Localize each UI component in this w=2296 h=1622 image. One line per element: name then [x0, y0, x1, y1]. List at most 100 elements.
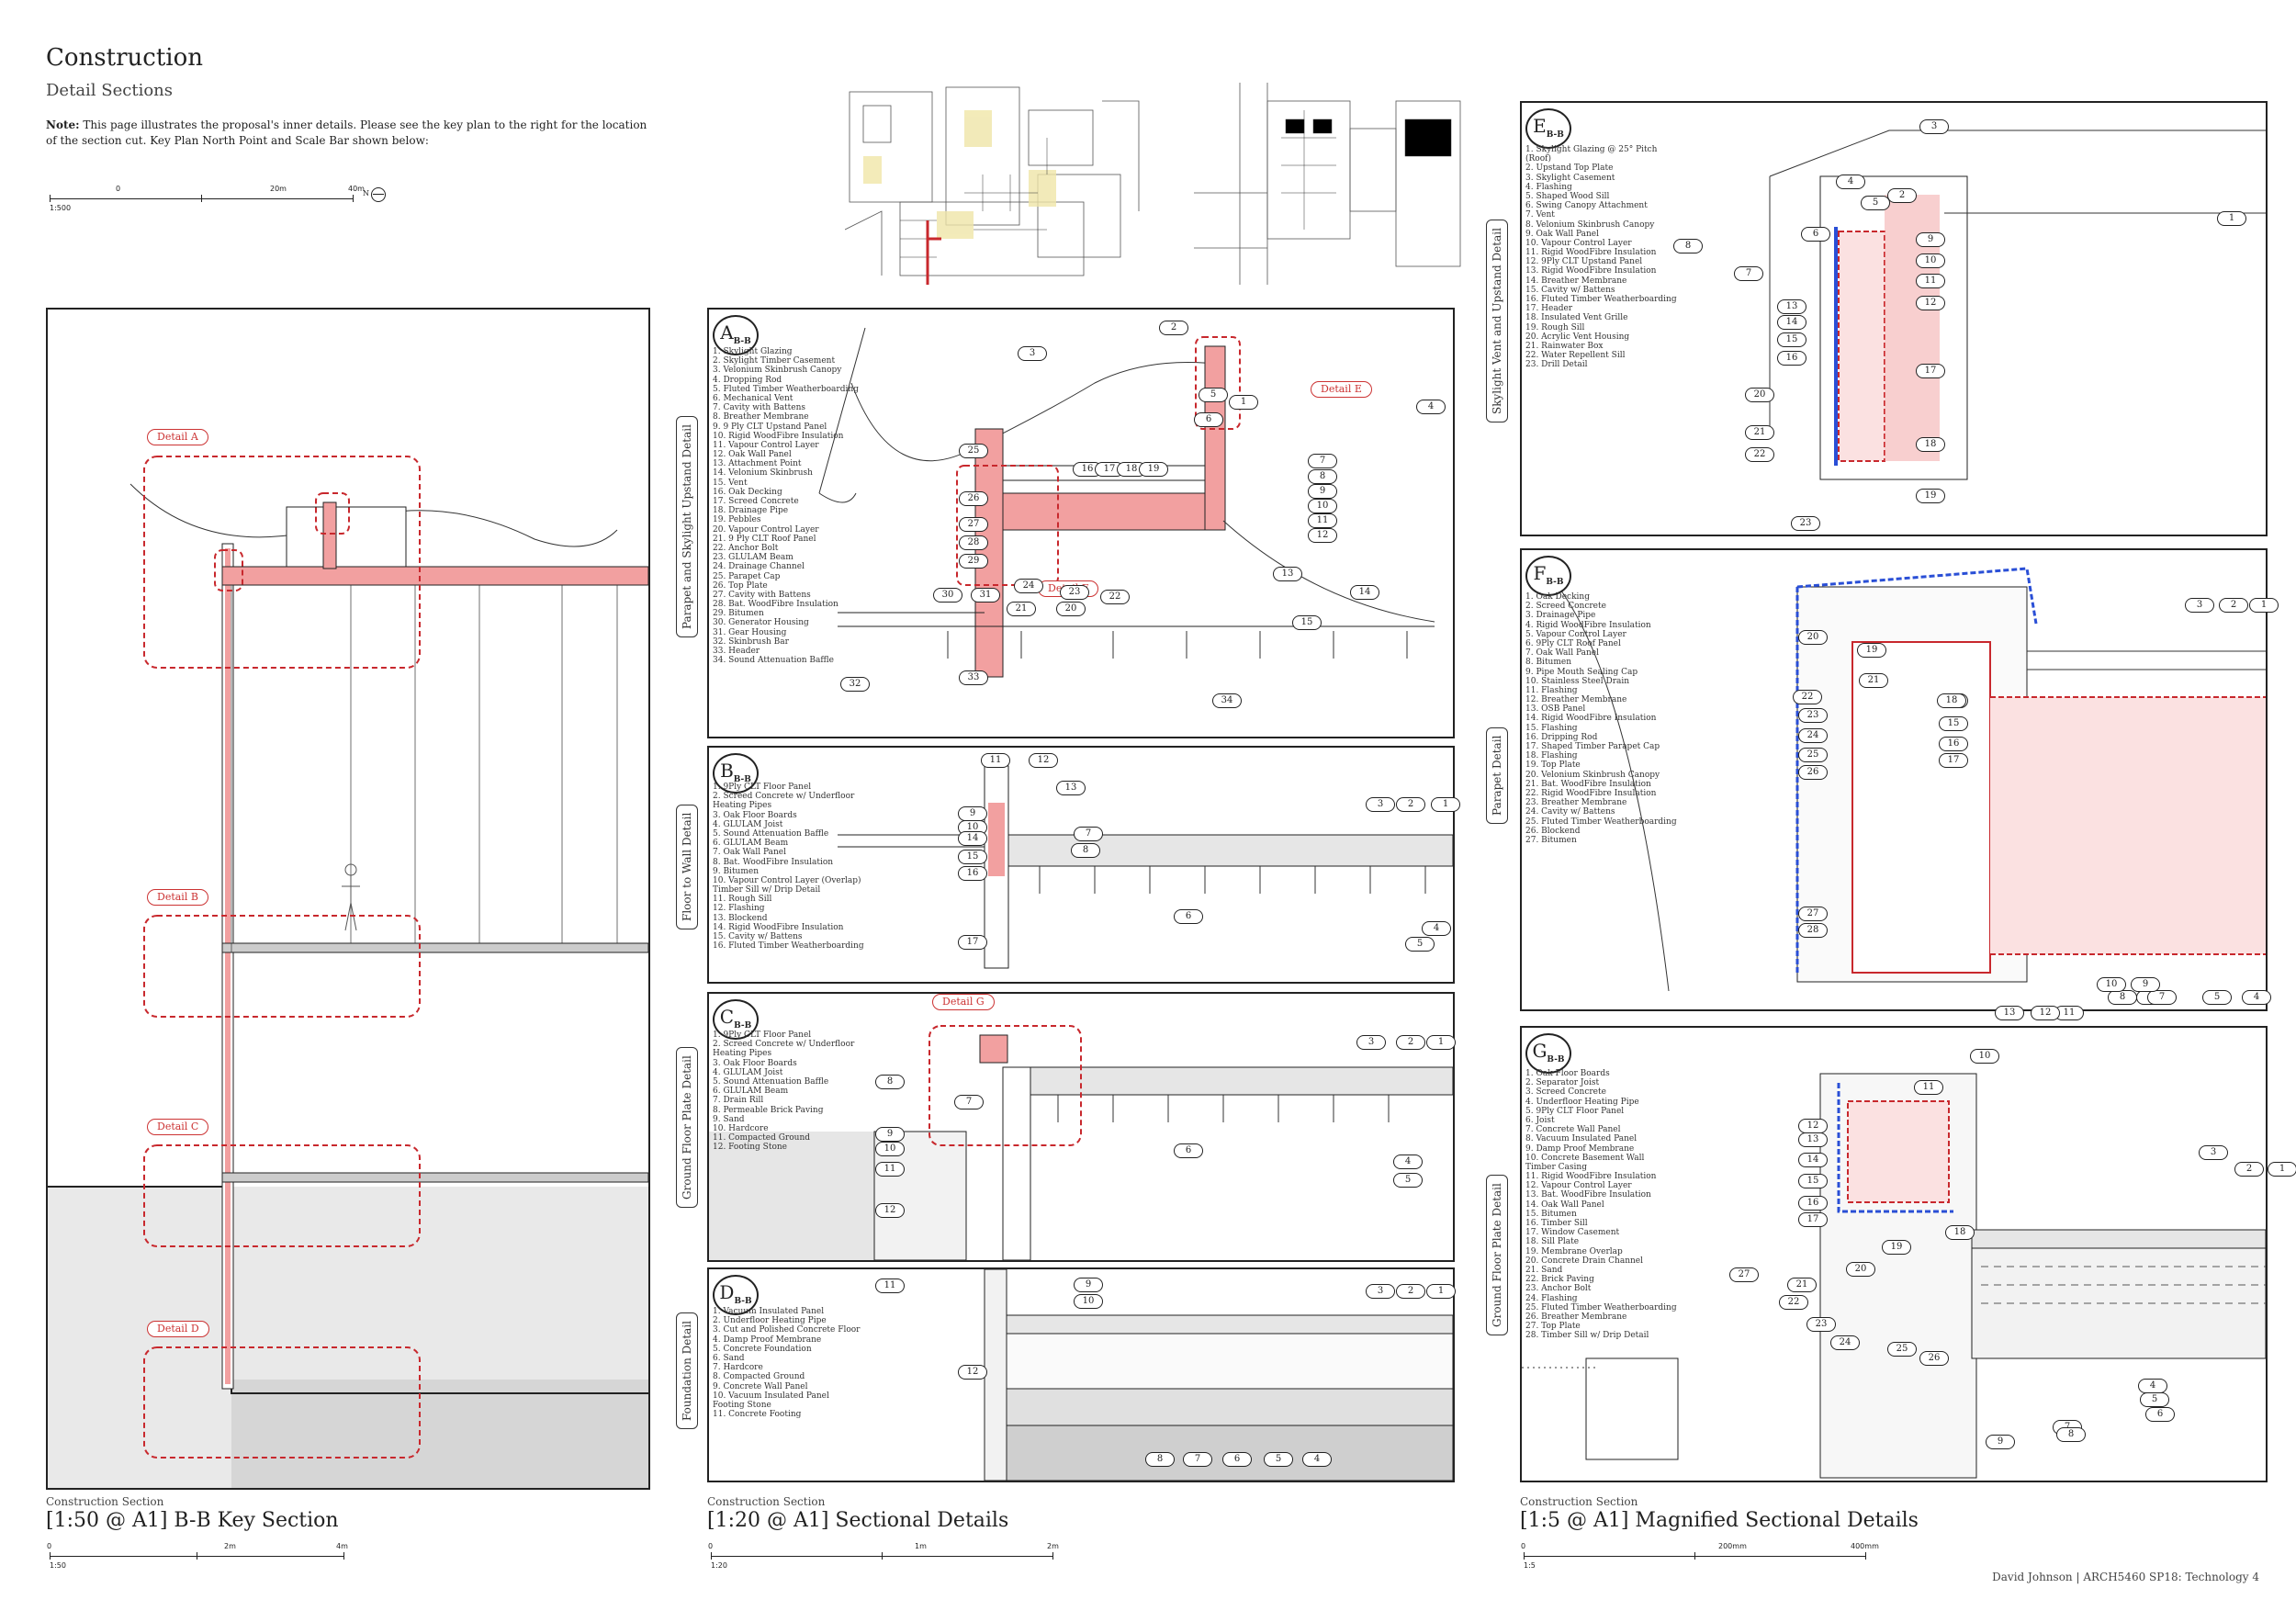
legend-item: 14. Rigid WoodFibre Insulation	[1525, 714, 1657, 724]
callout-number: 13	[1056, 781, 1086, 795]
legend-item: 9. Sand	[713, 1114, 745, 1124]
scale-tick: 4m	[336, 1542, 348, 1550]
callout-number: 1	[1229, 395, 1258, 410]
callout-number: 7	[2147, 990, 2177, 1005]
legend-item: 5. Sound Attenuation Baffle	[713, 1076, 829, 1087]
callout-number: 26	[959, 491, 988, 506]
callout-number: 6	[1194, 412, 1223, 427]
legend-item: 11. Rigid WoodFibre Insulation	[1525, 248, 1657, 258]
legend-item: 23. Breather Membrane	[1525, 798, 1627, 808]
legend-item: 9. Concrete Wall Panel	[713, 1381, 808, 1391]
page-subtitle: Detail Sections	[46, 81, 174, 100]
scale-ratio: 1:20	[711, 1561, 727, 1570]
legend-item: 5. 9Ply CLT Floor Panel	[1525, 1106, 1625, 1116]
legend-item: 8. Vacuum Insulated Panel	[1525, 1134, 1638, 1144]
legend-item: 18. Sill Plate	[1525, 1237, 1580, 1247]
legend-item: 27. Cavity with Battens	[713, 590, 811, 600]
callout-number: 19	[1916, 489, 1945, 503]
callout-number: 25	[1887, 1342, 1917, 1357]
legend-item: 5. Concrete Foundation	[713, 1344, 812, 1354]
callout-number: 14	[1777, 315, 1806, 330]
legend-item: 9. Pipe Mouth Sealing Cap	[1525, 667, 1638, 677]
callout-number: 7	[1074, 827, 1103, 841]
callout-number: 8	[1673, 239, 1703, 253]
legend-item: 5. Shaped Wood Sill	[1525, 191, 1610, 201]
detail-tag: Detail C	[147, 1119, 209, 1135]
callout-number: 4	[1393, 1155, 1423, 1169]
legend-item: 2. Screed Concrete w/ Underfloor	[713, 792, 855, 802]
panel-letter: B	[720, 760, 734, 782]
callout-number: 20	[1798, 630, 1828, 645]
callout-number: 12	[1029, 753, 1058, 768]
legend-item: 19. Top Plate	[1525, 760, 1581, 771]
north-label: N	[363, 189, 369, 197]
callout-number: 6	[1801, 227, 1830, 242]
callout-number: 6	[2145, 1407, 2175, 1422]
panel-subscript: B-B	[733, 775, 751, 784]
legend-item: 12. Flashing	[713, 904, 765, 914]
legend-item: 17. Screed Concrete	[713, 497, 799, 506]
callout-number: 15	[1798, 1174, 1828, 1188]
legend-item: 24. Cavity w/ Battens	[1525, 807, 1615, 817]
key-section-scale-bar: 0 2m 4m 1:50	[47, 1542, 348, 1570]
callout-number: 5	[2140, 1392, 2169, 1407]
legend-item: 3. Velonium Skinbrush Canopy	[713, 366, 842, 376]
legend-item: 16. Dripping Rod	[1525, 732, 1598, 742]
legend-item: 4. GLULAM Joist	[713, 1067, 783, 1077]
scale-ratio: 1:500	[50, 204, 72, 212]
legend-item: 7. Cavity with Battens	[713, 403, 806, 413]
callout-number: 11	[875, 1278, 905, 1293]
legend-item: Heating Pipes	[713, 1049, 772, 1059]
detail-tag: Detail B	[147, 889, 208, 906]
legend-item: 6. Mechanical Vent	[713, 393, 793, 403]
callout-number: 17	[1939, 753, 1968, 768]
legend-item: Timber Casing	[1525, 1162, 1587, 1172]
legend-item: 9. Bitumen	[713, 866, 760, 876]
callout-number: 3	[1018, 346, 1047, 361]
panel-letter: C	[719, 1006, 735, 1028]
legend-item: 1. Vacuum Insulated Panel	[713, 1307, 825, 1316]
legend-item: 21. Rainwater Box	[1525, 341, 1604, 351]
legend-item: 6. Sand	[713, 1353, 745, 1363]
panel-g	[1520, 1026, 2268, 1482]
key-plan-right	[1194, 83, 1469, 285]
callout-number: 15	[958, 850, 987, 864]
legend-item: 12. Oak Wall Panel	[713, 450, 792, 460]
callout-number: 4	[1422, 921, 1451, 936]
callout-number: 4	[1302, 1452, 1332, 1467]
detail-tag: Detail E	[1311, 381, 1372, 398]
legend-item: 6. GLULAM Beam	[713, 839, 789, 849]
callout-number: 2	[1396, 797, 1425, 812]
callout-number: 34	[1212, 693, 1242, 708]
legend-item: 5. Fluted Timber Weatherboarding	[713, 384, 859, 394]
legend-item: 10. Concrete Basement Wall	[1525, 1153, 1645, 1163]
callout-number: 10	[1308, 499, 1337, 513]
legend-item: 11. Rough Sill	[713, 895, 772, 905]
panel-subscript: B-B	[1546, 130, 1564, 140]
legend-item: 9. Damp Proof Membrane	[1525, 1143, 1635, 1154]
callout-number: 8	[1308, 469, 1337, 484]
scale-tick: 0	[116, 185, 121, 193]
legend-item: 4. Dropping Rod	[713, 375, 782, 385]
callout-number: 13	[1798, 1132, 1828, 1147]
callout-number: 26	[1919, 1351, 1949, 1366]
callout-number: 19	[1882, 1240, 1911, 1255]
legend-item: 14. Rigid WoodFibre Insulation	[713, 922, 844, 932]
callout-number: 16	[958, 866, 987, 881]
legend-item: 9. 9 Ply CLT Upstand Panel	[713, 422, 827, 432]
legend-item: 30. Generator Housing	[713, 618, 809, 628]
callout-number: 30	[933, 588, 962, 603]
legend-item: 11. Concrete Footing	[713, 1410, 802, 1420]
legend-item: 3. Cut and Polished Concrete Floor	[713, 1325, 861, 1335]
scale-tick: 200mm	[1718, 1542, 1747, 1550]
callout-number: 12	[875, 1203, 905, 1218]
callout-number: 3	[2199, 1145, 2228, 1160]
panel-side-label: Ground Floor Plate Detail	[676, 1047, 698, 1208]
callout-number: 12	[1798, 1119, 1828, 1133]
panel-side-label: Parapet and Skylight Upstand Detail	[676, 415, 698, 637]
legend-item: 12. Footing Stone	[713, 1143, 787, 1153]
callout-number: 10	[1074, 1294, 1103, 1309]
legend-item: 3. Oak Floor Boards	[713, 810, 797, 820]
legend-item: 28. Bat. WoodFibre Insulation	[713, 600, 838, 610]
legend-item: 7. Oak Wall Panel	[1525, 648, 1599, 659]
